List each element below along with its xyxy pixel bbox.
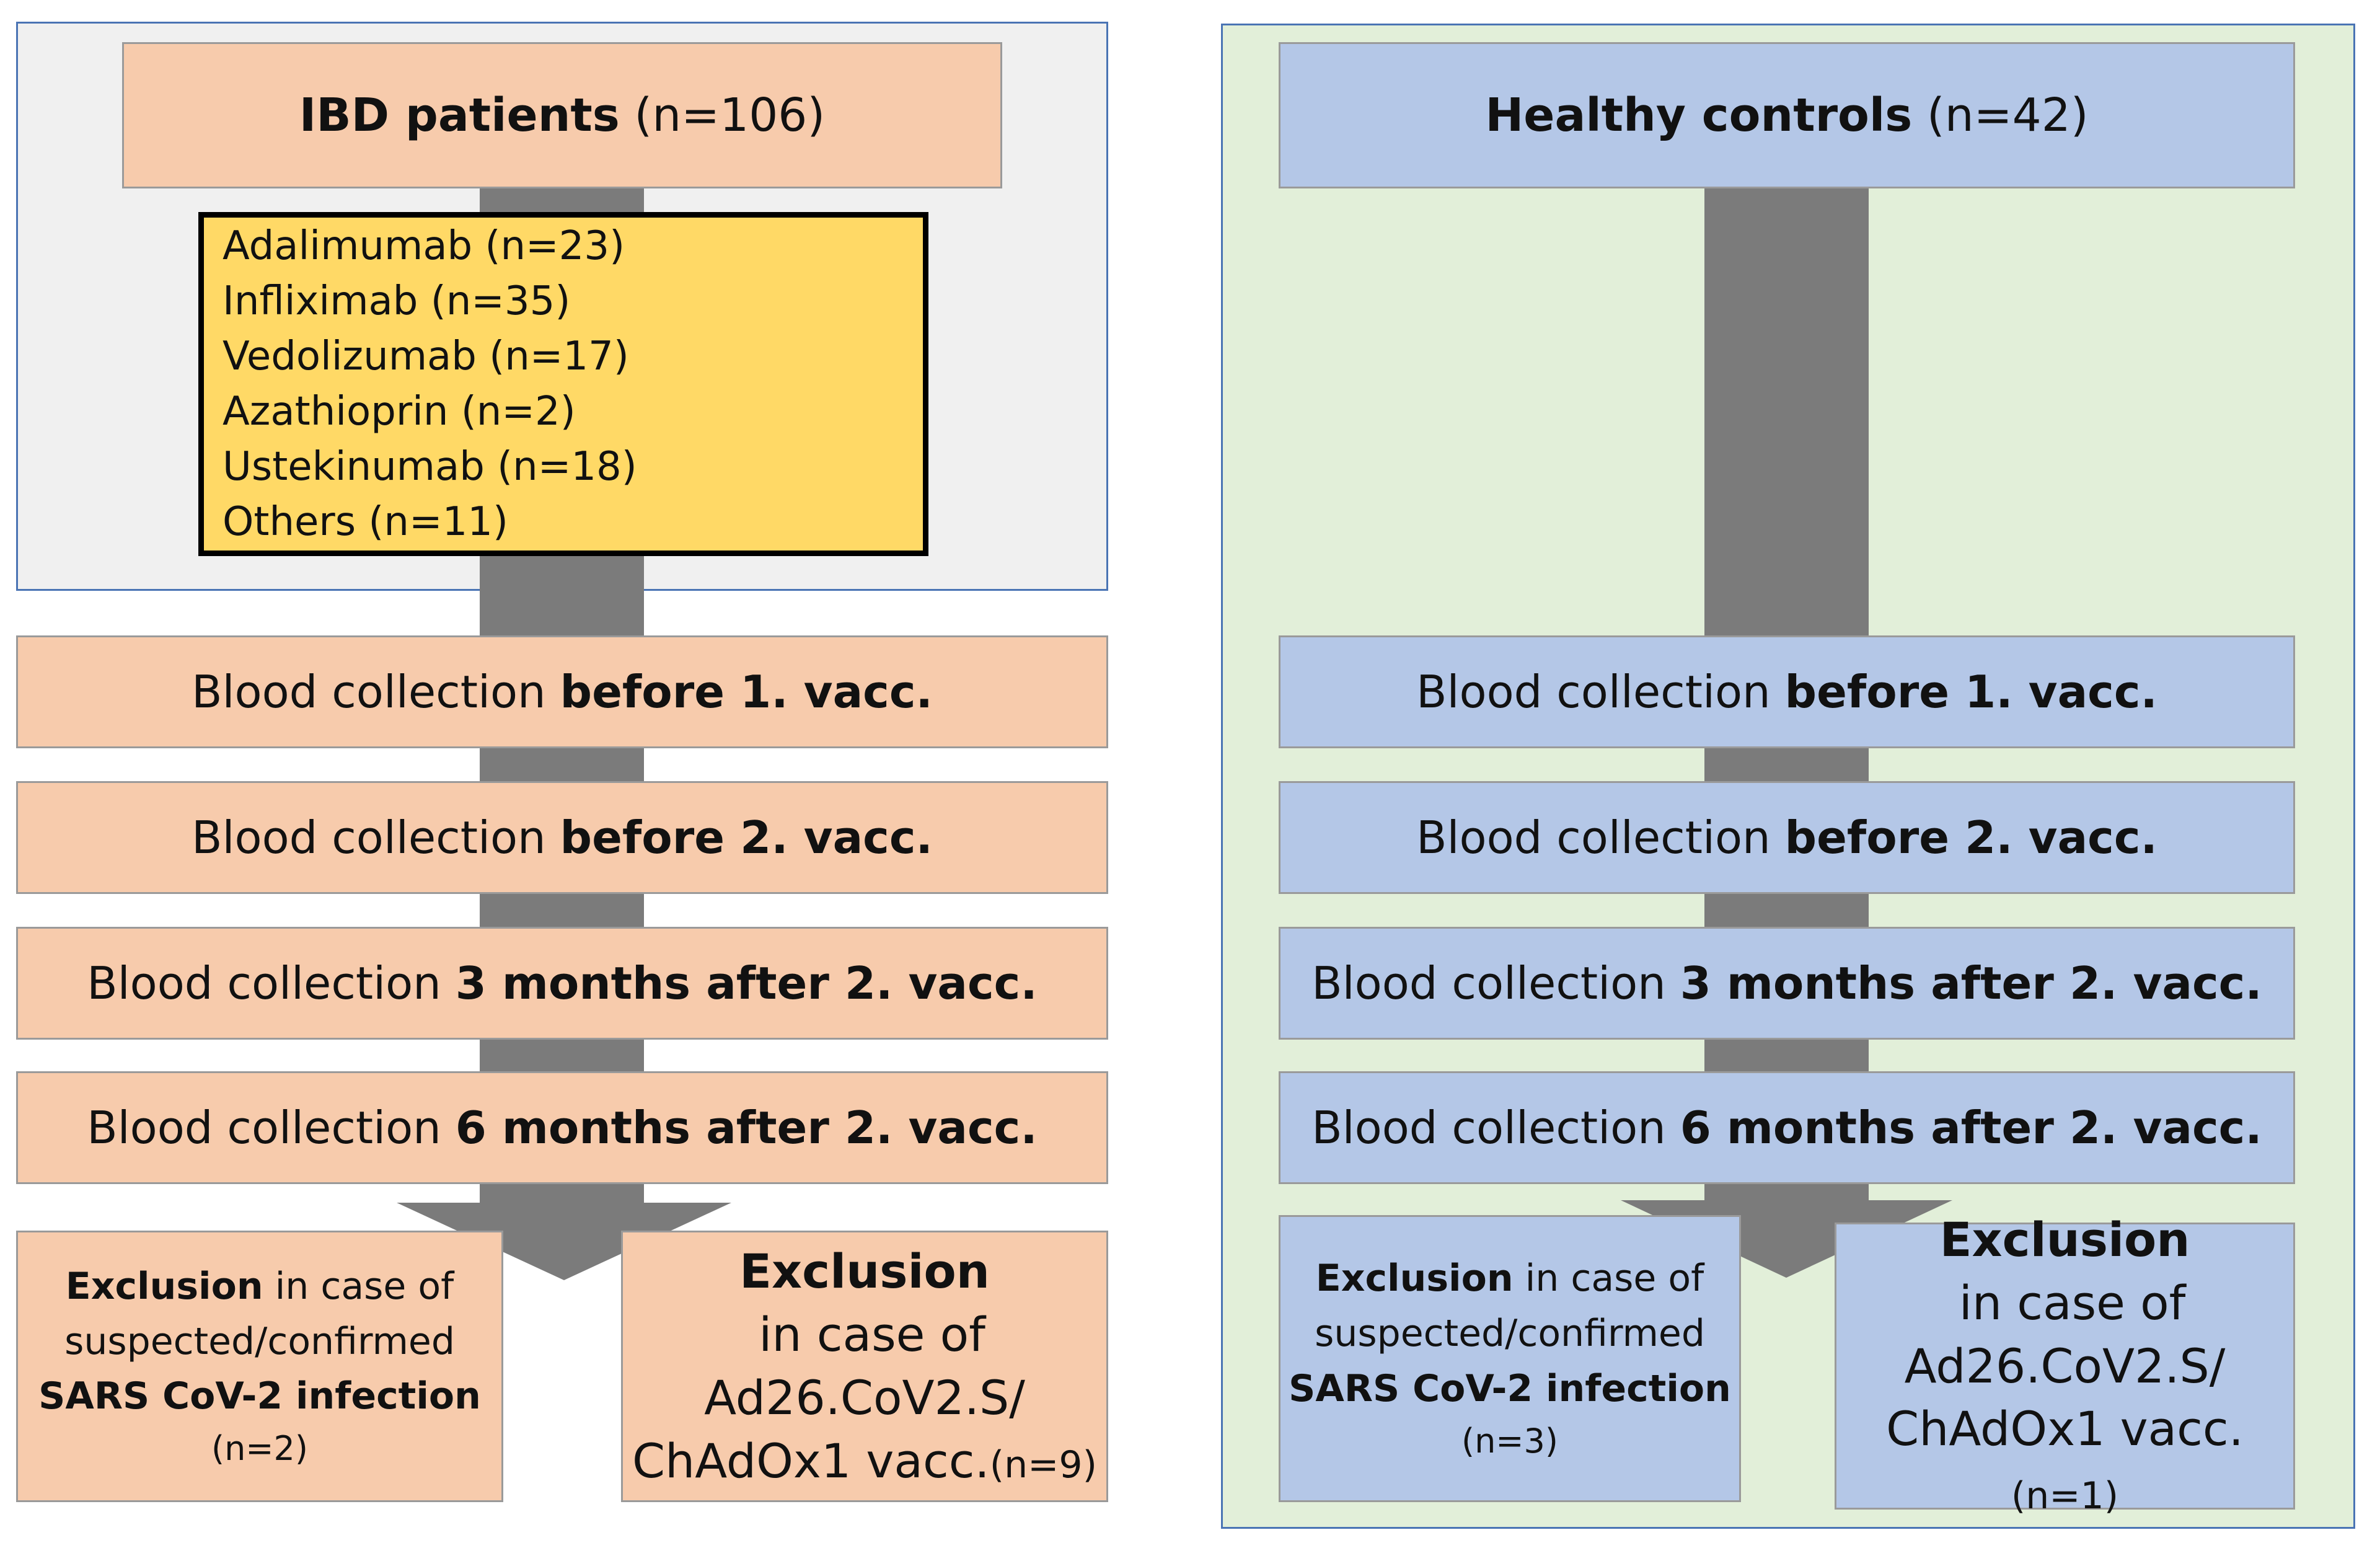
controls-exclusion-vaccine-text3-text: ChAdOx1 vacc.	[1886, 1401, 2244, 1457]
controls-steps-3-bold-text: 6 months after 2. vacc.	[1680, 1102, 2262, 1154]
controls-exclusion-infection-bold1-text: Exclusion	[1315, 1257, 1514, 1301]
ibd-patients-title-box: IBD patients (n=106)	[122, 42, 1002, 188]
controls-exclusion-vaccine-box: Exclusion in case of Ad26.CoV2.S/ ChAdOx…	[1835, 1212, 2295, 1518]
ibd-exclusion-vaccine-count-text: (n=9)	[989, 1443, 1097, 1487]
ibd-medication-list: Adalimumab (n=23) Infliximab (n=35) Vedo…	[198, 212, 928, 556]
controls-exclusion-infection-text2-text: suspected/confirmed	[1315, 1312, 1705, 1356]
drug-item-vedolizumab: Vedolizumab (n=17)	[223, 334, 629, 379]
drug-item-adalimumab: Adalimumab (n=23)	[223, 223, 625, 269]
ibd-title-label: IBD patients	[299, 88, 620, 142]
drug-item-azathioprin: Azathioprin (n=2)	[223, 389, 576, 435]
ibd-steps-3-bold-text: 6 months after 2. vacc.	[455, 1102, 1038, 1154]
ibd-exclusion-vaccine-bold1-text: Exclusion	[739, 1244, 990, 1299]
ibd-steps-0-prefix-text: Blood collection	[192, 666, 560, 718]
controls-exclusion-vaccine-count-text: (n=1)	[2011, 1474, 2119, 1518]
ibd-exclusion-infection-text2-text: suspected/confirmed	[64, 1319, 455, 1363]
ibd-exclusion-vaccine-text3-text: ChAdOx1 vacc.	[632, 1433, 990, 1488]
ibd-exclusion-vaccine-box: Exclusion in case of Ad26.CoV2.S/ ChAdOx…	[621, 1231, 1108, 1502]
controls-steps-0-prefix-text: Blood collection	[1416, 666, 1785, 718]
controls-steps-0-bold-text: before 1. vacc.	[1784, 666, 2157, 718]
ibd-exclusion-infection-box: Exclusion in case of suspected/confirmed…	[16, 1231, 503, 1502]
ibd-steps-2-bold-text: 3 months after 2. vacc.	[455, 957, 1038, 1009]
ibd-step-6-months-after: Blood collection 6 months after 2. vacc.	[16, 1071, 1108, 1184]
drug-item-infliximab: Infliximab (n=35)	[223, 278, 571, 324]
controls-steps-2-prefix-text: Blood collection	[1311, 957, 1680, 1009]
ibd-step-before-first-vacc: Blood collection before 1. vacc.	[16, 635, 1108, 748]
ibd-steps-1-bold-text: before 2. vacc.	[560, 812, 933, 864]
controls-exclusion-infection-bold2-text: SARS CoV-2 infection	[1289, 1366, 1731, 1410]
healthy-controls-title-box: Healthy controls (n=42)	[1279, 42, 2295, 188]
controls-exclusion-vaccine-bold1-text: Exclusion	[1939, 1211, 2190, 1267]
ibd-exclusion-infection-bold1-text: Exclusion	[65, 1264, 263, 1308]
ibd-exclusion-infection-text1-text: in case of	[263, 1264, 454, 1308]
ibd-step-3-months-after: Blood collection 3 months after 2. vacc.	[16, 927, 1108, 1040]
controls-steps-1-prefix-text: Blood collection	[1416, 812, 1785, 864]
ibd-step-before-second-vacc: Blood collection before 2. vacc.	[16, 781, 1108, 894]
controls-exclusion-infection-text1-text: in case of	[1513, 1257, 1704, 1301]
ibd-exclusion-vaccine-text2-text: Ad26.CoV2.S/	[704, 1370, 1025, 1425]
ibd-exclusion-infection-count-text: (n=2)	[211, 1429, 308, 1469]
controls-steps-1-bold-text: before 2. vacc.	[1784, 812, 2157, 864]
controls-step-before-first-vacc: Blood collection before 1. vacc.	[1279, 635, 2295, 748]
drug-item-ustekinumab: Ustekinumab (n=18)	[223, 444, 637, 490]
controls-step-3-months-after: Blood collection 3 months after 2. vacc.	[1279, 927, 2295, 1040]
ibd-exclusion-vaccine-text1-text: in case of	[744, 1307, 985, 1363]
ibd-exclusion-infection-bold2-text: SARS CoV-2 infection	[38, 1374, 481, 1418]
controls-title-label: Healthy controls	[1485, 88, 1913, 142]
controls-exclusion-infection-box: Exclusion in case of suspected/confirmed…	[1279, 1215, 1741, 1502]
controls-exclusion-vaccine-text2-text: Ad26.CoV2.S/	[1904, 1338, 2226, 1394]
ibd-steps-0-bold-text: before 1. vacc.	[560, 666, 933, 718]
ibd-flow-arrowhead	[397, 1203, 731, 1280]
controls-steps-3-prefix-text: Blood collection	[1311, 1102, 1680, 1154]
controls-exclusion-vaccine-text1-text: in case of	[1944, 1275, 2186, 1330]
controls-step-6-months-after: Blood collection 6 months after 2. vacc.	[1279, 1071, 2295, 1184]
drug-item-others: Others (n=11)	[223, 499, 508, 545]
ibd-steps-2-prefix-text: Blood collection	[87, 957, 456, 1009]
ibd-title-count: (n=106)	[634, 88, 826, 142]
controls-step-before-second-vacc: Blood collection before 2. vacc.	[1279, 781, 2295, 894]
ibd-steps-3-prefix-text: Blood collection	[87, 1102, 456, 1154]
controls-title-count: (n=42)	[1926, 88, 2089, 142]
controls-steps-2-bold-text: 3 months after 2. vacc.	[1680, 957, 2262, 1009]
ibd-steps-1-prefix-text: Blood collection	[192, 812, 560, 864]
controls-exclusion-infection-count-text: (n=3)	[1461, 1421, 1558, 1461]
